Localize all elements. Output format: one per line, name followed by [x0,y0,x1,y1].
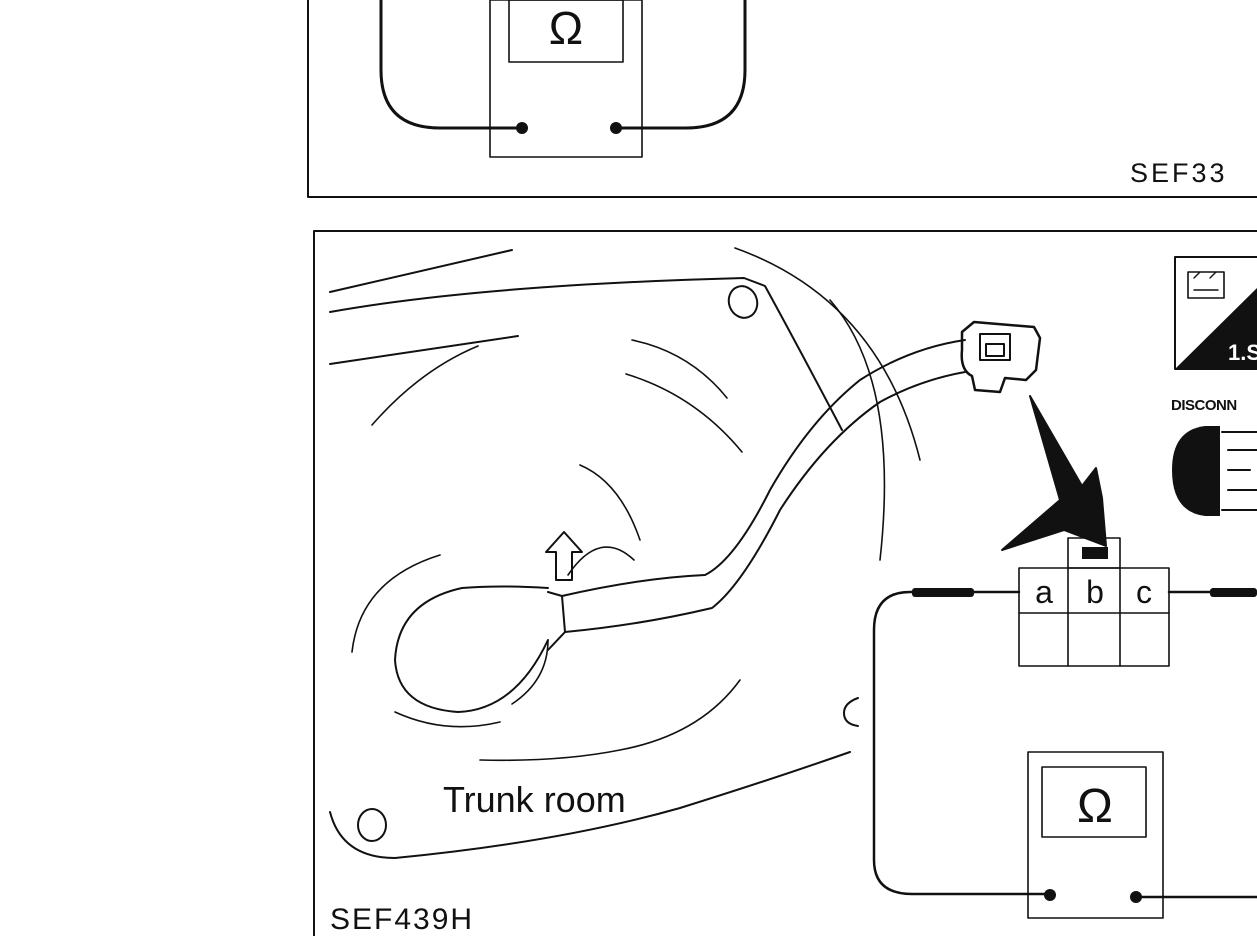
arrow-up-icon [545,531,583,581]
top-ohmmeter-display [508,0,624,63]
terminal-label-a: a [1035,574,1053,610]
contour-arc-10 [351,554,441,653]
contour-arc-5 [567,546,635,576]
small-hook-mark [843,697,859,727]
ohmmeter-terminal-right [1130,891,1142,903]
terminal-label-c: c [1136,574,1152,610]
sensor-ring-terminal [394,585,549,713]
ohmmeter-terminal-left [1044,889,1056,901]
arrow-down-icon [1001,395,1107,551]
side-badge: 1.S DISCONN [1171,256,1257,516]
probe-tip-left [912,588,974,597]
contour-arc-9 [394,711,501,728]
contour-arc-1 [371,345,479,426]
ohmmeter-symbol: Ω [1077,780,1113,833]
connector-terminal-block: a b c [1018,537,1170,667]
terminal-label-b: b [1086,574,1104,610]
top-probe-terminal-right [610,122,622,134]
contour-arc-4 [579,464,641,541]
top-probe-terminal-left [516,122,528,134]
contour-arc-8 [479,679,741,762]
contour-arc-6 [734,247,921,461]
top-probe-lead-right [614,0,747,130]
mounting-hole-bottom [357,808,387,842]
contour-arc-11 [511,639,549,705]
harness-cable-sleeve [561,595,566,633]
harness-connector [960,320,1042,394]
ohmmeter-icon: Ω [1027,751,1164,919]
disconnect-label: DISCONN [1171,397,1237,414]
contour-arc-3 [625,373,743,453]
bottom-panel-frame [313,230,1257,936]
contour-arc-2 [631,339,728,399]
contour-arc-7 [829,299,886,561]
location-label: Trunk room [443,779,626,820]
trunk-floor-panel [329,277,843,431]
mounting-hole-top [727,285,759,319]
badge-text: 1.S [1228,340,1257,365]
top-figure-code: SEF33 [1130,158,1228,188]
badge-diagonal-fill [1175,288,1257,369]
disconnect-connector-icon [1172,426,1257,516]
bottom-figure-code: SEF439H [330,903,474,936]
probe-lead-left [872,590,1052,896]
top-probe-lead-left [379,0,524,130]
top-ohmmeter-body [489,0,643,158]
harness-cable-lower [547,371,966,651]
trunk-line-mid-left [329,335,519,365]
bottom-panel: a b c Ω 1.S DISCONN [313,230,1257,936]
trunk-floor-lower-edge [329,751,851,859]
top-panel-frame [307,0,1257,198]
trunk-line-upper-left [329,249,513,293]
connector-latch [1082,547,1108,559]
probe-tip-right [1210,588,1257,597]
harness-cable-upper [547,339,966,597]
badge-ecu-icon [1187,271,1225,299]
ohmmeter-body [1027,751,1164,919]
ohmmeter-display [1041,766,1147,838]
top-panel: Ω SEF33 [307,0,1257,198]
top-ohmmeter-symbol: Ω [549,2,583,54]
